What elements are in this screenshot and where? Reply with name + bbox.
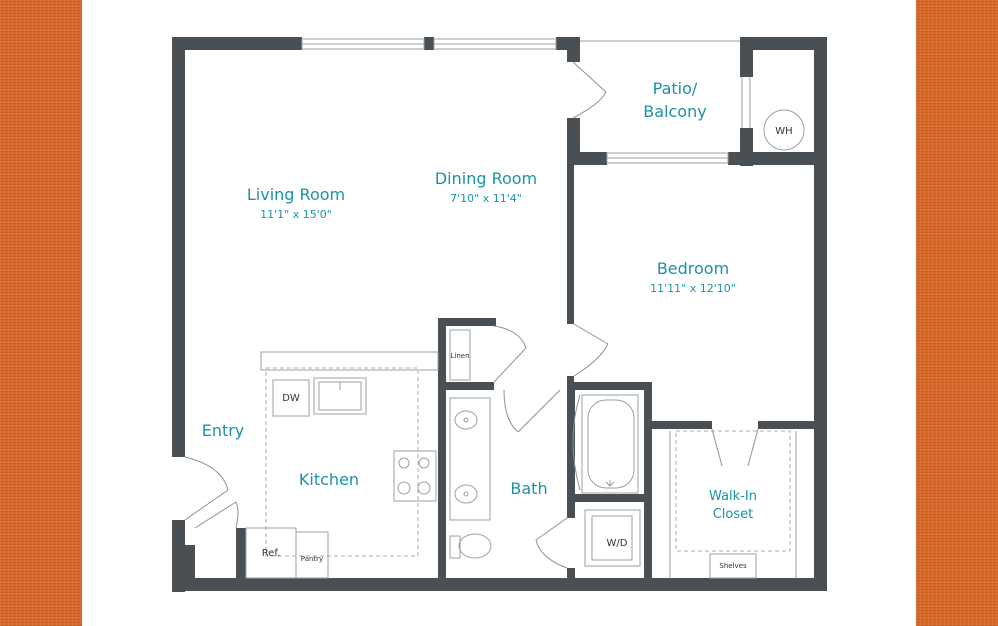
left-border-texture (0, 0, 82, 626)
doors (184, 61, 759, 569)
closet-label-line1: Walk-In (709, 489, 757, 504)
closet-shelves (669, 430, 797, 579)
kitchen-label: Kitchen (299, 470, 359, 489)
linen-shelf (449, 329, 471, 381)
dishwasher-label: DW (282, 393, 300, 404)
bath-fixtures (449, 394, 641, 567)
refrigerator-label: Ref. (262, 548, 281, 559)
washer-dryer-label: W/D (607, 538, 628, 549)
water-heater-icon (763, 109, 805, 151)
bedroom-dims: 11'11" x 12'10" (650, 282, 736, 295)
bedroom-label: Bedroom (657, 259, 729, 278)
dining-room-dims: 7'10" x 11'4" (450, 192, 522, 205)
right-border-texture (916, 0, 998, 626)
patio-label-line1: Patio/ (653, 79, 698, 98)
walls (172, 37, 827, 592)
bath-label: Bath (510, 479, 547, 498)
kitchen-fixtures (245, 351, 439, 579)
living-room-label: Living Room (247, 185, 345, 204)
windows (301, 38, 751, 164)
living-room-dims: 11'1" x 15'0" (260, 208, 332, 221)
shelves-label: Shelves (719, 562, 747, 570)
patio-label-line2: Balcony (643, 102, 706, 121)
linen-label: Linen (450, 352, 469, 360)
water-heater-label: WH (775, 126, 792, 137)
closet-label-line2: Closet (713, 507, 754, 522)
pantry-label: Pantry (301, 555, 323, 563)
dining-room-label: Dining Room (435, 169, 537, 188)
entry-label: Entry (202, 421, 245, 440)
